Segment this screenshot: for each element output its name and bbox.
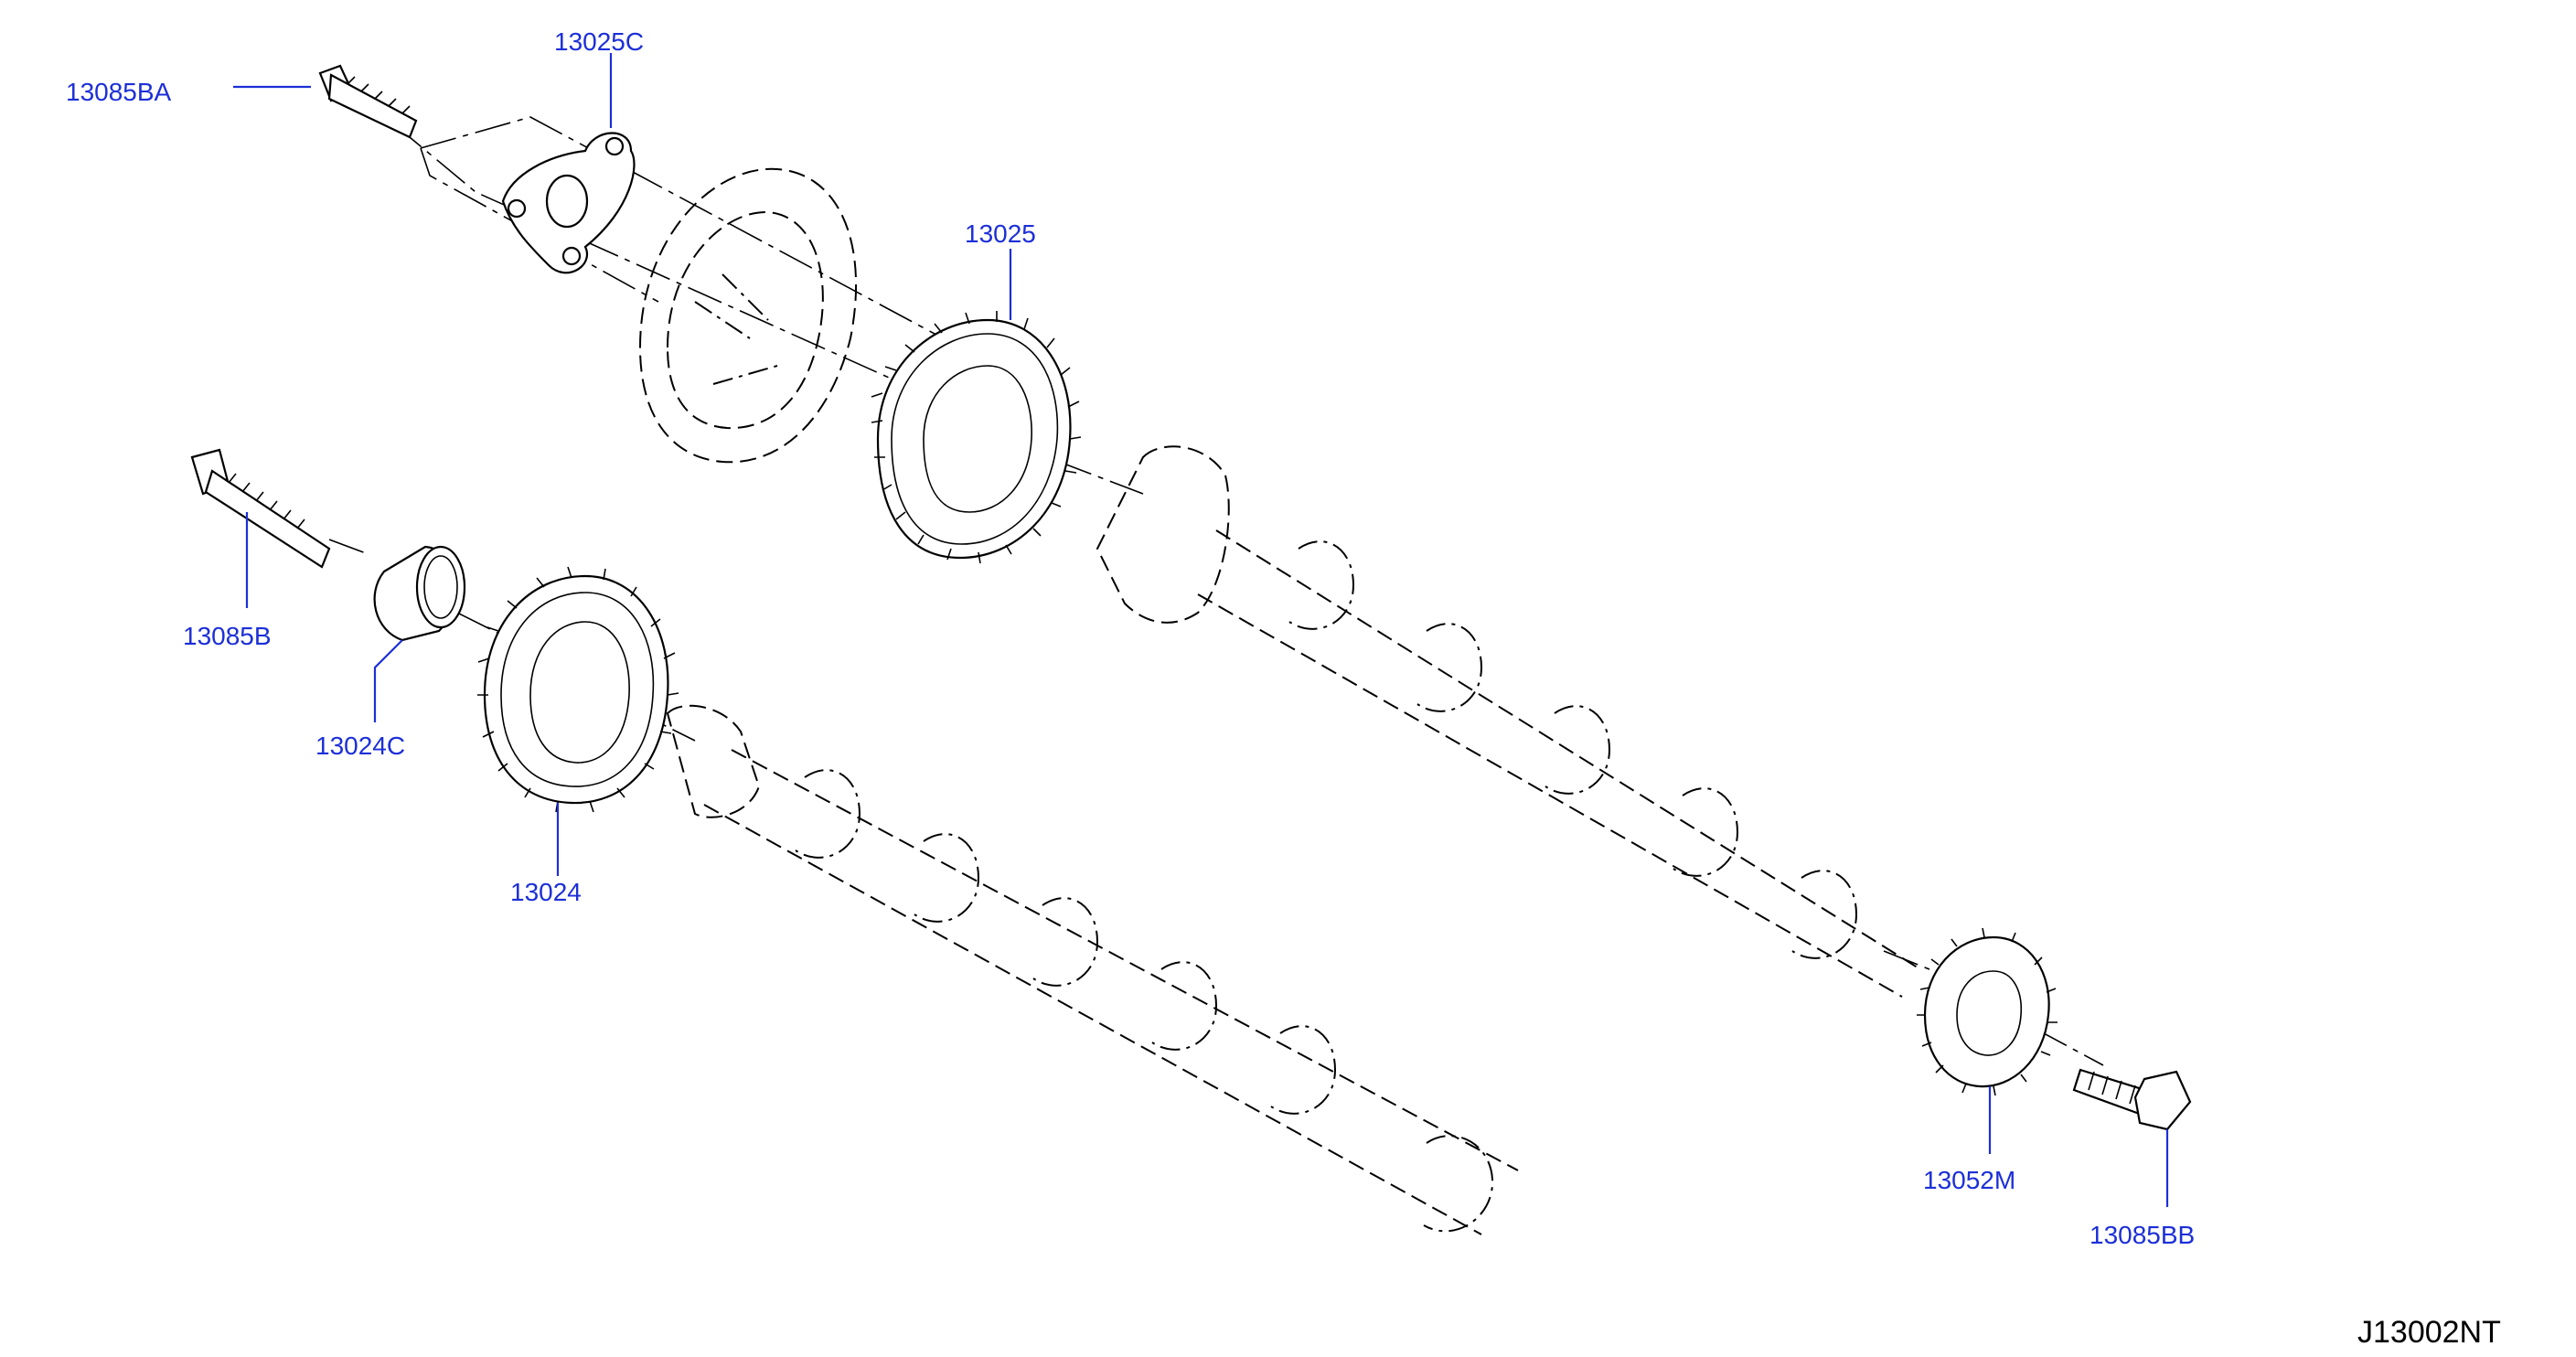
- gear-13052m: [1917, 927, 2058, 1096]
- gear-13025: [871, 311, 1082, 564]
- callout-13025: 13025: [965, 219, 1036, 248]
- diagram-code: J13002NT: [2357, 1315, 2501, 1350]
- callout-13085bb: 13085BB: [2090, 1221, 2195, 1249]
- callout-13085b: 13085B: [183, 622, 272, 650]
- callout-13024: 13024: [510, 878, 582, 906]
- callout-13052m: 13052M: [1923, 1166, 2015, 1194]
- callout-13024c: 13024C: [315, 732, 405, 760]
- plate-13025c: [501, 132, 636, 274]
- sprocket-phantom: [638, 167, 857, 464]
- callout-13025c: 13025C: [554, 27, 644, 56]
- camshaft-upper: [1096, 445, 1921, 998]
- bolt-13085bb: [2072, 1068, 2192, 1131]
- gear-13024: [477, 566, 679, 813]
- callout-leaders: [233, 53, 2169, 1207]
- bolt-13085ba: [318, 64, 418, 139]
- camshaft-lower: [666, 704, 1519, 1235]
- bolt-13085b: [190, 448, 331, 569]
- bushing-13024c: [373, 545, 466, 642]
- callout-13085ba: 13085BA: [66, 78, 172, 106]
